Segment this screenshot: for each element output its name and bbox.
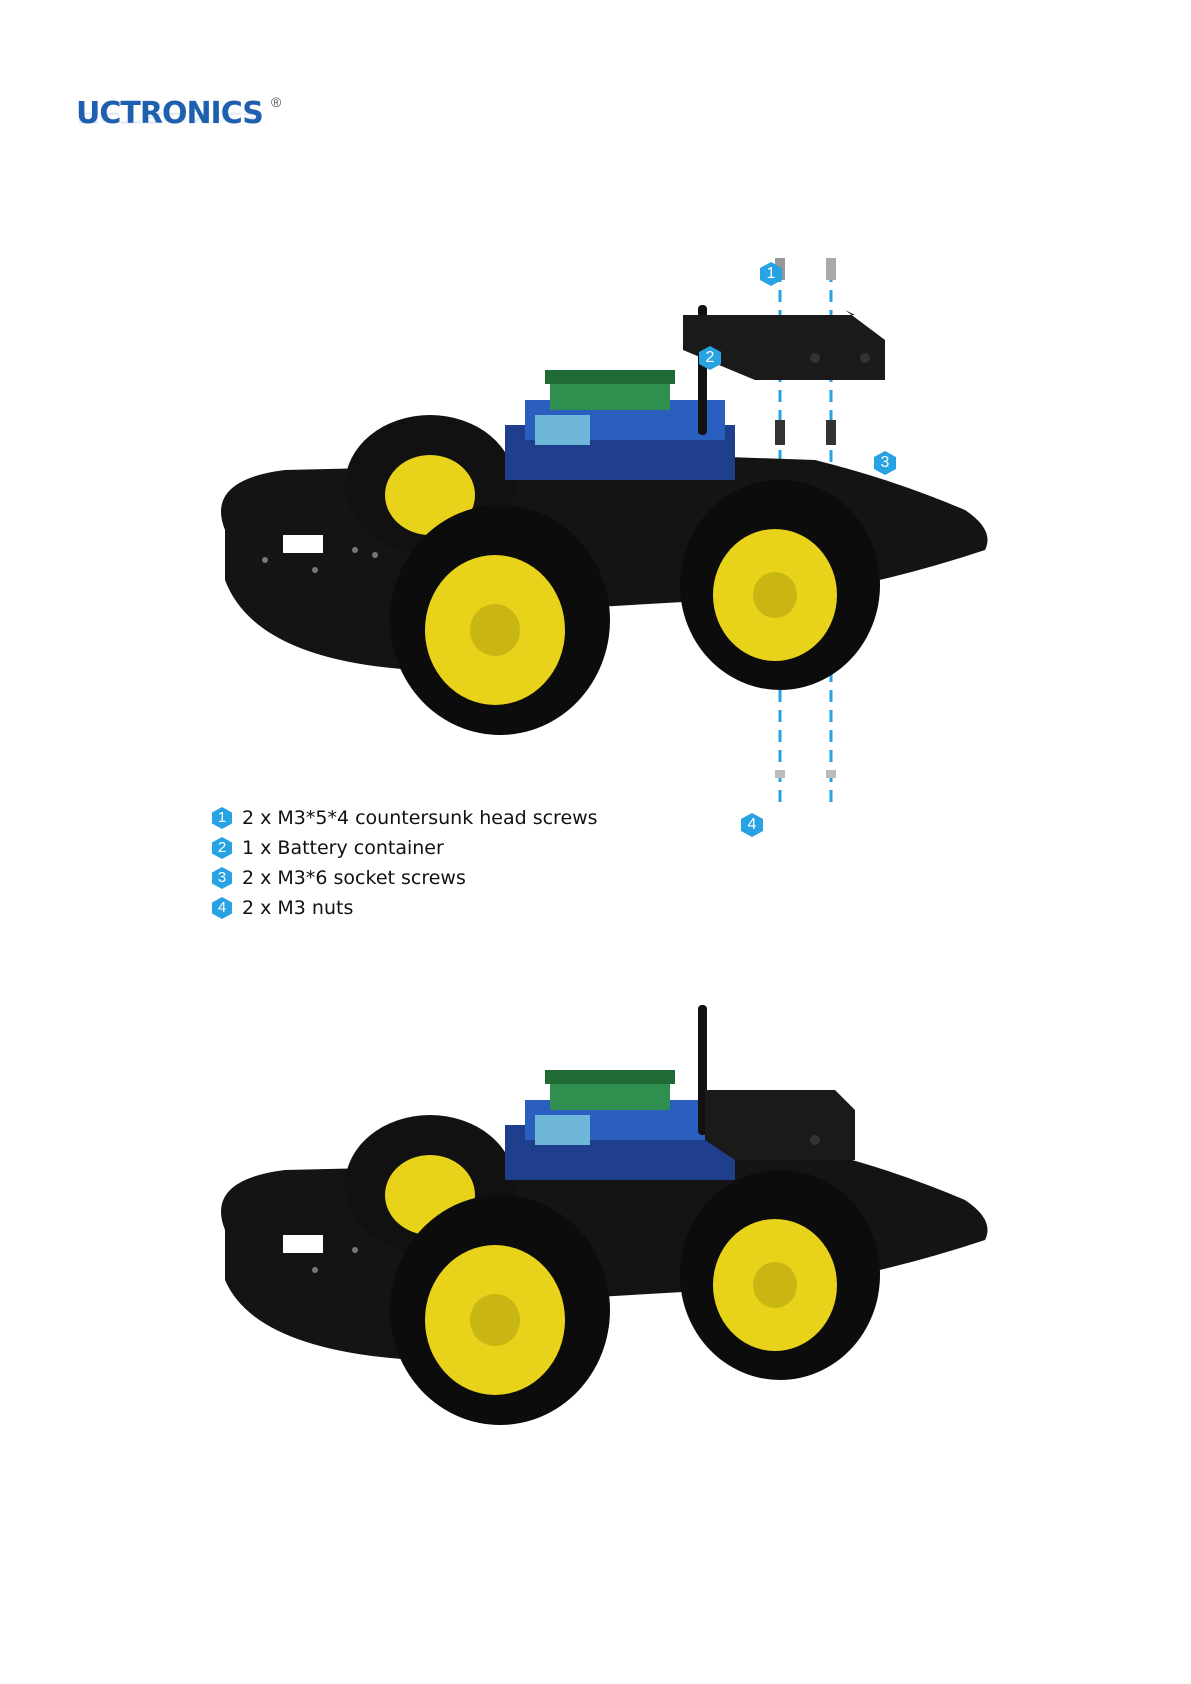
callout-4: 4 <box>739 812 765 838</box>
callout-1: 1 <box>758 261 784 287</box>
plate-slot <box>283 535 323 553</box>
parts-legend: 1 2 x M3*5*4 countersunk head screws 2 1… <box>210 803 598 923</box>
legend-item: 1 2 x M3*5*4 countersunk head screws <box>210 803 598 833</box>
exploded-assembly-illustration <box>195 250 995 810</box>
legend-item: 4 2 x M3 nuts <box>210 893 598 923</box>
screw-icon <box>826 258 836 280</box>
legend-item: 3 2 x M3*6 socket screws <box>210 863 598 893</box>
brand-reflection: UCTRONICS <box>76 109 263 127</box>
nut-icon <box>775 770 785 778</box>
legend-badge: 4 <box>210 896 234 920</box>
legend-badge: 2 <box>210 836 234 860</box>
legend-item: 2 1 x Battery container <box>210 833 598 863</box>
callout-2: 2 <box>697 345 723 371</box>
registered-mark: ® <box>271 94 281 110</box>
battery-container <box>705 1090 855 1160</box>
assembled-car-illustration <box>195 1000 995 1500</box>
callout-3: 3 <box>872 450 898 476</box>
legend-badge: 3 <box>210 866 234 890</box>
brand-logo: UCTRONICS UCTRONICS ® <box>76 96 296 136</box>
nut-icon <box>826 770 836 778</box>
socket-screw-icon <box>826 420 836 445</box>
socket-screw-icon <box>775 420 785 445</box>
legend-badge: 1 <box>210 806 234 830</box>
plate-slot <box>283 1235 323 1253</box>
